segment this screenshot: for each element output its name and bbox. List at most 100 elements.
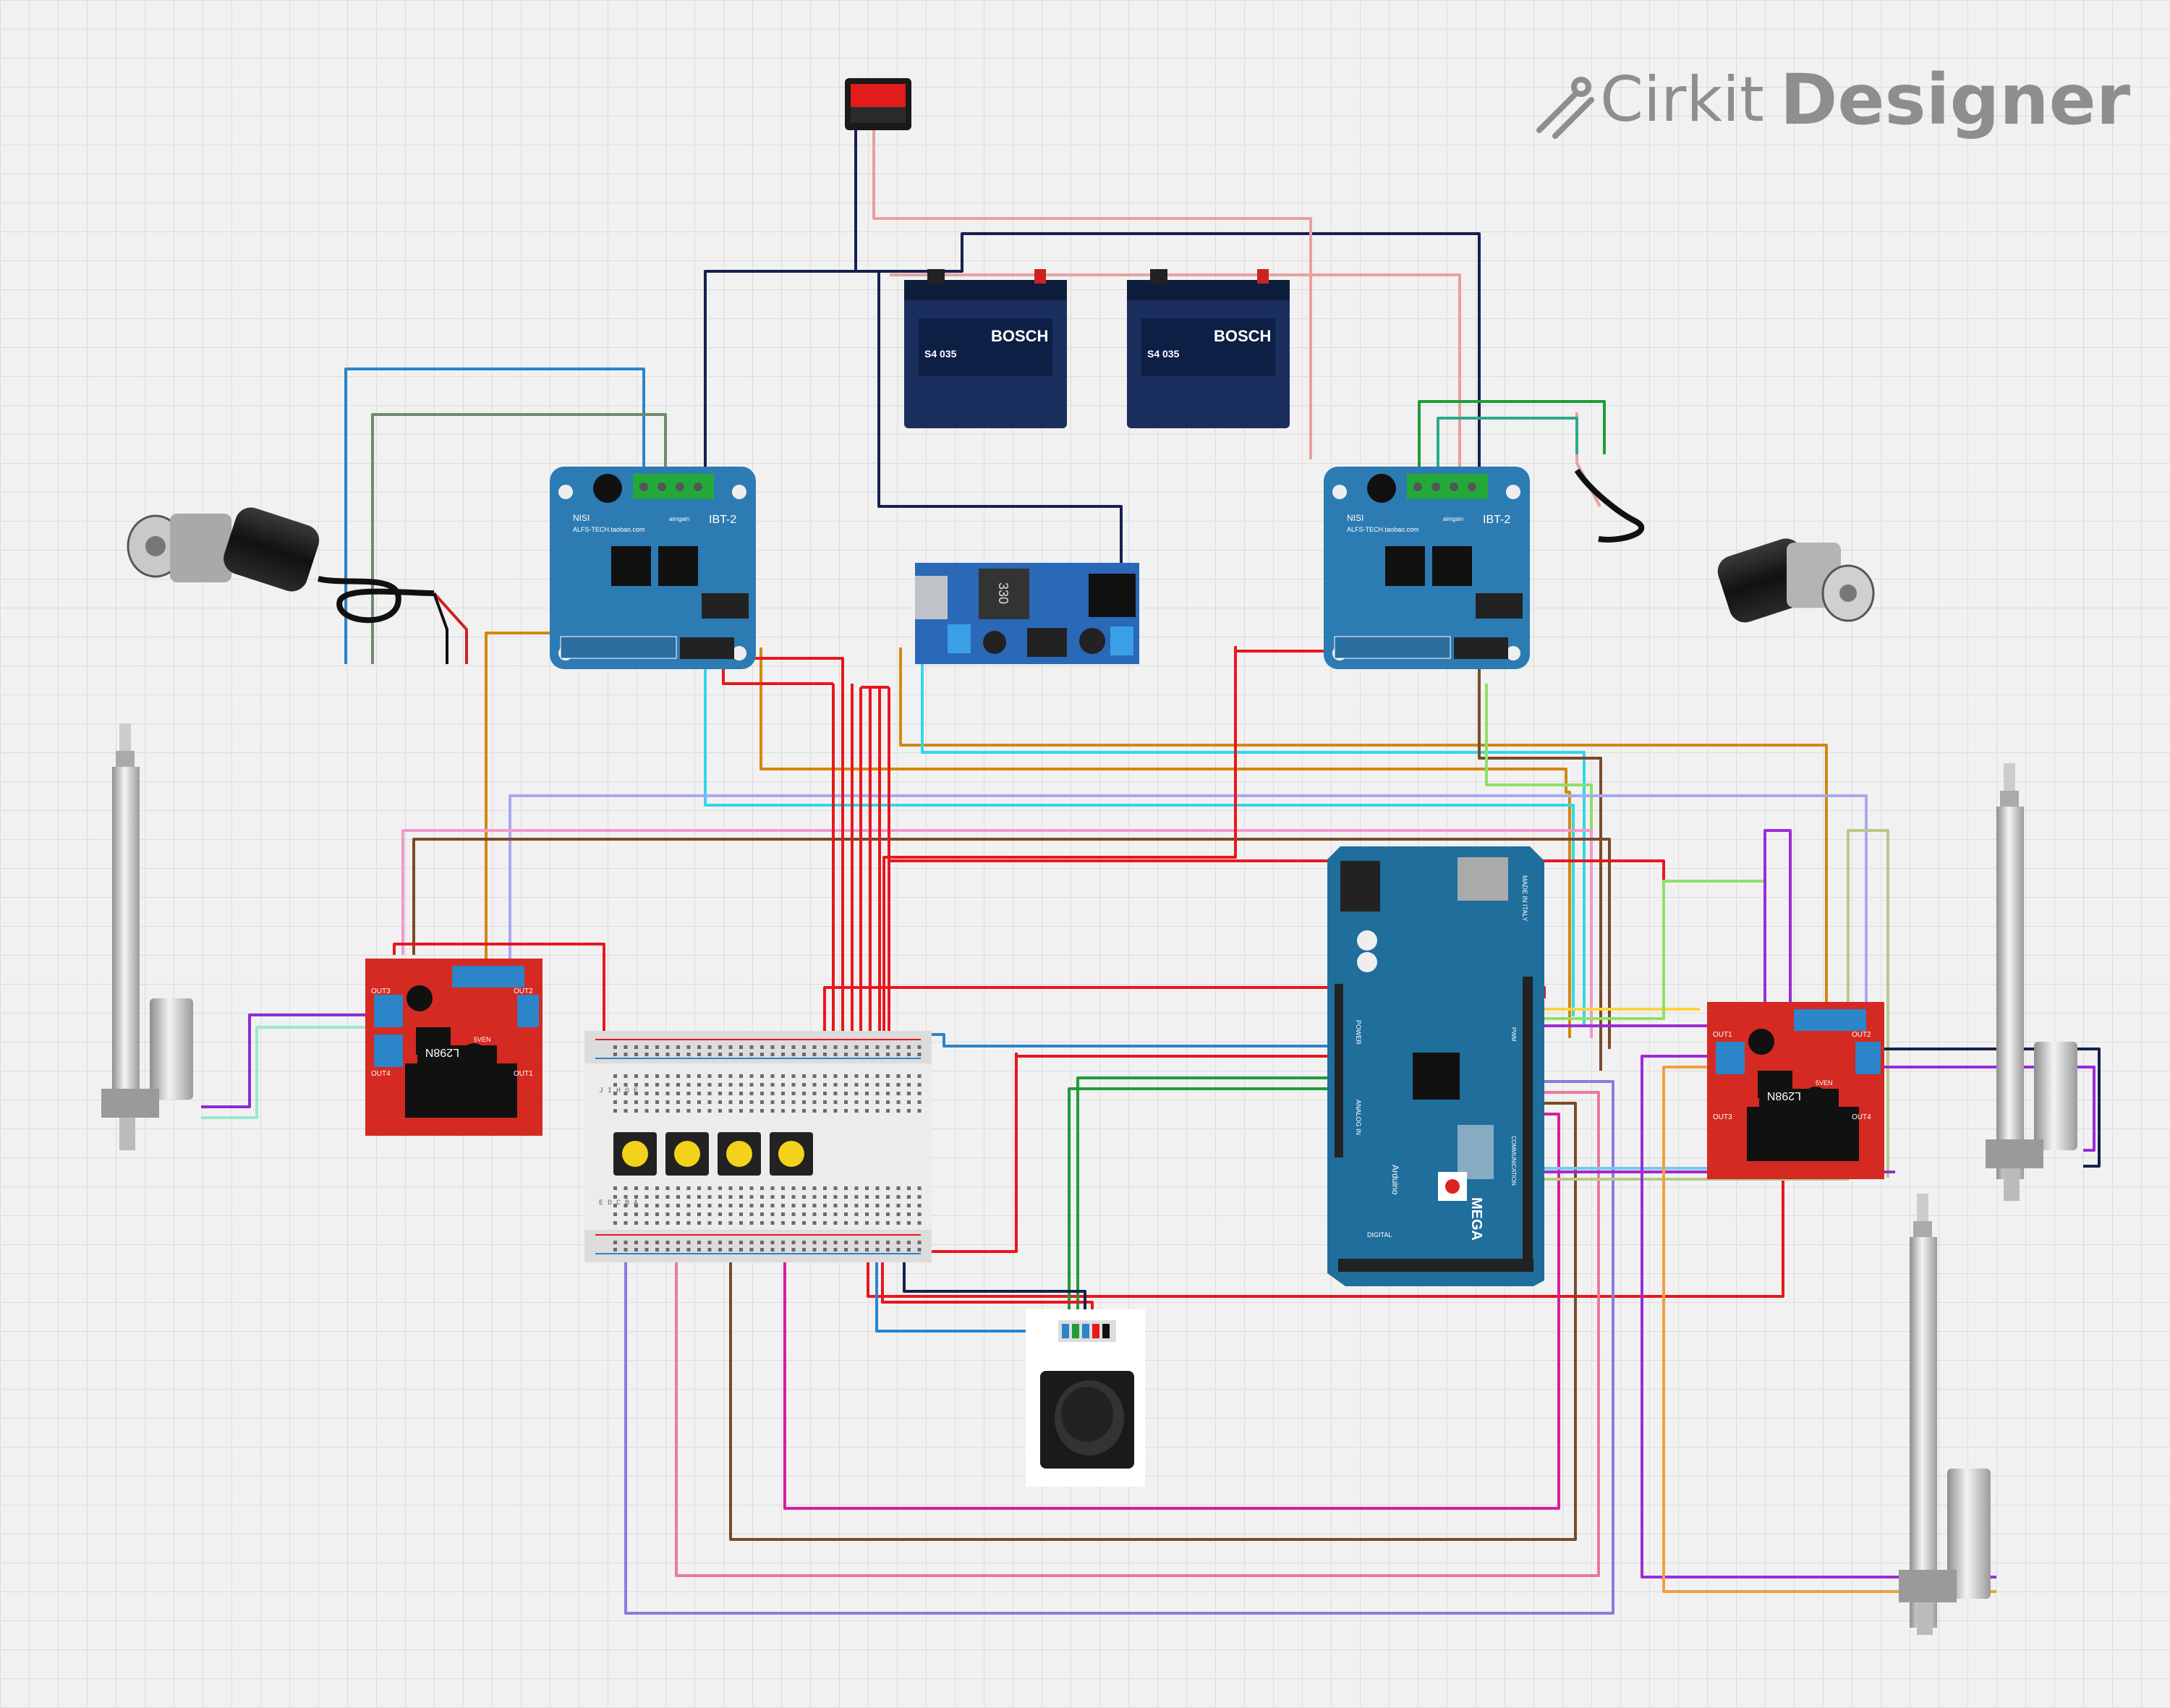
wire-red[interactable] xyxy=(393,943,605,1049)
wire-orange[interactable] xyxy=(899,647,1828,1004)
wire-salmon[interactable] xyxy=(872,129,1312,459)
wire-brown[interactable] xyxy=(412,838,1611,1049)
wire-navy[interactable] xyxy=(877,271,1123,579)
ibt2-driver-right[interactable]: NISI ALFS-TECH.taobao.com aimgain IBT-2 xyxy=(1324,467,1530,669)
out4-label: OUT4 xyxy=(371,1070,391,1078)
out1-label: OUT1 xyxy=(1713,1031,1732,1039)
ibt2-title: IBT-2 xyxy=(709,514,736,526)
wire-brown[interactable] xyxy=(1478,666,1602,1071)
mega-power: POWER xyxy=(1355,1020,1362,1045)
joystick-module[interactable] xyxy=(1026,1309,1145,1487)
mega-brand: Arduino xyxy=(1390,1165,1400,1195)
linear-actuator-right-top[interactable] xyxy=(1986,763,2077,1201)
out4-label: OUT4 xyxy=(1852,1113,1871,1121)
wire-navy[interactable] xyxy=(854,129,1481,474)
wire-brown-long[interactable] xyxy=(729,1102,1577,1541)
rocker-switch[interactable] xyxy=(845,78,911,130)
push-button-2[interactable] xyxy=(665,1132,709,1176)
chip-label: L298N xyxy=(1767,1089,1801,1102)
wire-cyan[interactable] xyxy=(704,666,1575,1016)
push-button-1[interactable] xyxy=(613,1132,657,1176)
wire-navy[interactable] xyxy=(704,270,962,474)
out3-label: OUT3 xyxy=(1713,1113,1732,1121)
wire-purple[interactable] xyxy=(201,1014,370,1108)
out3-label: OUT3 xyxy=(371,987,391,995)
en-label: 5VEN xyxy=(474,1036,491,1043)
mega-analog: ANALOG IN xyxy=(1355,1100,1362,1135)
mega-digital: DIGITAL xyxy=(1367,1231,1392,1238)
ibt2-driver-left[interactable]: NISI ALFS-TECH.taobao.com aimgain IBT-2 xyxy=(550,467,756,669)
wire-purple-long[interactable] xyxy=(624,1080,1614,1615)
wire-gray[interactable] xyxy=(371,413,667,664)
wire-teal[interactable] xyxy=(1437,417,1578,474)
cirkit-logo-icon xyxy=(1536,77,1594,139)
wire-orange[interactable] xyxy=(1662,1066,1996,1593)
ibt2-maker: NISI xyxy=(573,513,590,523)
wire-pink[interactable] xyxy=(401,829,1593,1038)
en-label: 5VEN xyxy=(1816,1079,1833,1087)
wire-salmon[interactable] xyxy=(1311,273,1461,474)
wire-purple[interactable] xyxy=(1641,1055,1996,1579)
brand-app: Cirkit xyxy=(1600,64,1764,136)
l298n-driver-right[interactable]: L298N OUT1 OUT2 OUT3 OUT4 5VEN xyxy=(1707,1002,1884,1179)
chip-label: L298N xyxy=(425,1046,459,1058)
wire-magenta-long[interactable] xyxy=(783,1113,1560,1510)
wire-blue[interactable] xyxy=(344,367,645,664)
wire-teal[interactable] xyxy=(875,1252,1060,1333)
buck-converter[interactable]: 330 xyxy=(915,563,1139,664)
brand-logo: Cirkit Designer xyxy=(1533,56,2130,143)
wire-pink-long[interactable] xyxy=(675,1091,1600,1577)
wire-mint[interactable] xyxy=(201,1026,370,1119)
ibt2-brand: aimgain xyxy=(1443,516,1463,522)
wire-red[interactable] xyxy=(723,657,844,684)
wire-green[interactable] xyxy=(1076,1076,1331,1331)
rows-top: J I H G F xyxy=(599,1087,638,1095)
mega-name: MEGA xyxy=(1468,1197,1484,1241)
ibt2-site: ALFS-TECH.taobao.com xyxy=(573,526,645,533)
wire-lavender[interactable] xyxy=(509,794,1868,1013)
push-button-3[interactable] xyxy=(718,1132,761,1176)
wire-purple[interactable] xyxy=(1881,1066,2095,1152)
dc-motor-left[interactable] xyxy=(127,504,468,664)
breadboard-holes xyxy=(613,1045,922,1252)
wire-orange[interactable] xyxy=(485,632,731,962)
ibt2-site: ALFS-TECH.taobao.com xyxy=(1347,526,1419,533)
out1-label: OUT1 xyxy=(514,1070,533,1078)
battery-brand: BOSCH xyxy=(991,327,1048,345)
wire-green[interactable] xyxy=(1068,1087,1331,1331)
wire-red[interactable] xyxy=(915,1056,1018,1253)
wire-orange[interactable] xyxy=(760,647,1571,1038)
wire-teal[interactable] xyxy=(906,1033,1331,1048)
dc-motor-right[interactable] xyxy=(1574,468,1875,626)
wire-purple[interactable] xyxy=(1544,829,1792,1027)
l298n-driver-left[interactable]: L298N OUT3 OUT4 OUT1 OUT2 5VEN xyxy=(365,959,542,1136)
wire-lightgreen[interactable] xyxy=(1544,880,1766,1020)
ibt2-brand: aimgain xyxy=(669,516,689,522)
linear-actuator-left[interactable] xyxy=(101,723,193,1150)
wire-cyan[interactable] xyxy=(921,629,1586,1027)
linear-actuator-right-bottom[interactable] xyxy=(1899,1194,1991,1635)
breadboard[interactable]: J I H G F E D C B A xyxy=(584,1031,932,1262)
inductor-label: 330 xyxy=(996,582,1010,604)
mega-origin: MADE IN ITALY xyxy=(1521,875,1528,922)
brand-product: Designer xyxy=(1779,59,2131,140)
push-button-4[interactable] xyxy=(770,1132,813,1176)
ibt2-maker: NISI xyxy=(1347,513,1363,523)
rows-bottom: E D C B A xyxy=(599,1199,638,1207)
battery-left[interactable]: BOSCH S4 035 xyxy=(904,269,1067,428)
out2-label: OUT2 xyxy=(514,987,533,995)
arduino-mega[interactable]: MEGA Arduino MADE IN ITALY POWER ANALOG … xyxy=(1327,846,1544,1286)
wire-red[interactable] xyxy=(1015,1053,1331,1058)
wire-navy[interactable] xyxy=(1881,1048,2101,1168)
out2-label: OUT2 xyxy=(1852,1031,1871,1039)
wire-red[interactable] xyxy=(882,646,1237,1048)
wire-green[interactable] xyxy=(1418,400,1606,474)
wire-red[interactable] xyxy=(867,1008,1784,1298)
battery-model: S4 035 xyxy=(1147,348,1180,360)
battery-brand: BOSCH xyxy=(1214,327,1271,345)
battery-right[interactable]: BOSCH S4 035 xyxy=(1127,269,1290,428)
mega-comm: COMMUNICATION xyxy=(1510,1136,1517,1186)
ibt2-title: IBT-2 xyxy=(1483,514,1510,526)
wire-red[interactable] xyxy=(888,859,1665,1042)
